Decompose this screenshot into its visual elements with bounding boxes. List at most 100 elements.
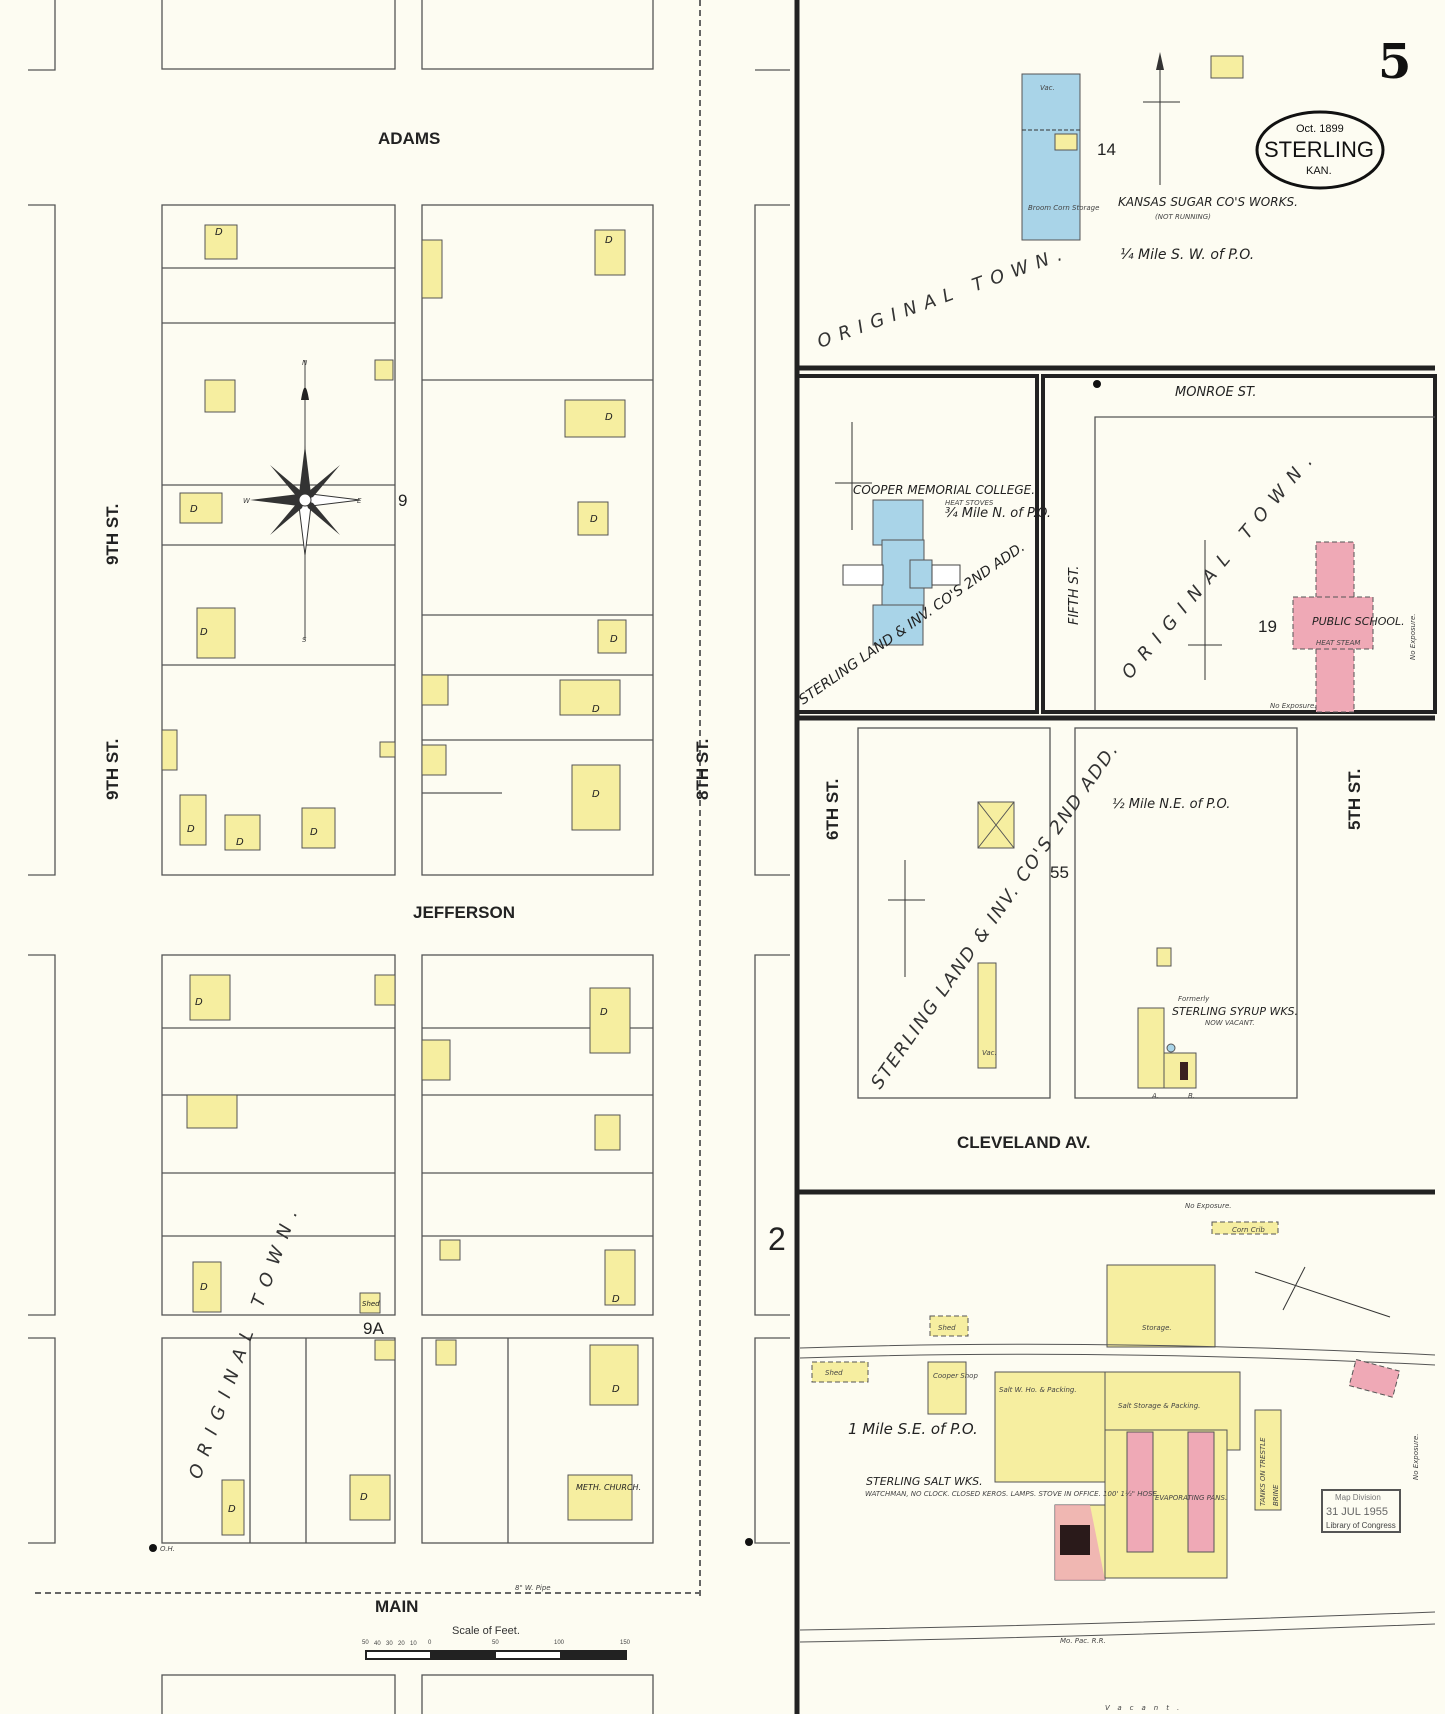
street-fifth: FIFTH ST. bbox=[1067, 566, 1082, 625]
svg-text:WATCHMAN, NO CLOCK. CLOSED KER: WATCHMAN, NO CLOCK. CLOSED KEROS. LAMPS.… bbox=[865, 1490, 1159, 1498]
block-9-east bbox=[421, 204, 654, 876]
svg-text:Corn Crib: Corn Crib bbox=[1232, 1226, 1265, 1234]
svg-text:150: 150 bbox=[620, 1640, 631, 1646]
svg-text:D: D bbox=[187, 824, 195, 835]
street-monroe: MONROE ST. bbox=[1175, 385, 1257, 400]
svg-text:D: D bbox=[592, 789, 600, 800]
svg-text:Mo. Pac. R.R.: Mo. Pac. R.R. bbox=[1060, 1637, 1106, 1645]
svg-text:20: 20 bbox=[398, 1641, 405, 1647]
svg-text:D: D bbox=[600, 1007, 608, 1018]
compass-rose-icon: N S E W bbox=[243, 359, 362, 644]
meth-church-building bbox=[567, 1474, 633, 1521]
svg-text:N: N bbox=[302, 359, 308, 367]
svg-text:50: 50 bbox=[362, 1640, 369, 1646]
svg-text:D: D bbox=[310, 827, 318, 838]
street-cleveland: CLEVELAND AV. bbox=[957, 1133, 1091, 1152]
svg-text:Shed: Shed bbox=[362, 1300, 380, 1308]
block-number-2: 2 bbox=[768, 1221, 786, 1257]
public-school: PUBLIC SCHOOL. HEAT STEAM 19 ORIGINAL TO… bbox=[1118, 444, 1417, 713]
svg-text:D: D bbox=[195, 997, 203, 1008]
svg-text:D: D bbox=[236, 837, 244, 848]
svg-text:Formerly: Formerly bbox=[1178, 995, 1210, 1003]
svg-text:30: 30 bbox=[386, 1641, 393, 1647]
svg-text:Storage.: Storage. bbox=[1142, 1324, 1172, 1332]
svg-text:BRINE: BRINE bbox=[1272, 1484, 1280, 1506]
block-number-9a: 9A bbox=[363, 1319, 384, 1338]
svg-text:NOW VACANT.: NOW VACANT. bbox=[1205, 1019, 1255, 1027]
svg-text:D: D bbox=[215, 227, 223, 238]
svg-text:A.: A. bbox=[1151, 1092, 1159, 1100]
syrup-works-panel: 6TH ST. 5TH ST. CLEVELAND AV. 55 Vac. A.… bbox=[823, 739, 1364, 1152]
svg-text:PUBLIC SCHOOL.: PUBLIC SCHOOL. bbox=[1312, 615, 1405, 628]
dwellings bbox=[161, 224, 639, 1536]
right-panel-frames bbox=[794, 0, 1437, 1714]
block-2-west bbox=[161, 954, 396, 1316]
svg-text:Library of Congress: Library of Congress bbox=[1326, 1521, 1396, 1530]
svg-text:S: S bbox=[302, 636, 307, 644]
street-8th: 8TH ST. bbox=[693, 739, 712, 800]
addition-original-town-left: ORIGINAL TOWN. bbox=[185, 1197, 306, 1481]
svg-text:1 Mile S.E. of P.O.: 1 Mile S.E. of P.O. bbox=[848, 1420, 978, 1438]
svg-text:Shed: Shed bbox=[825, 1369, 843, 1377]
block-9-west bbox=[161, 204, 396, 876]
library-of-congress-stamp: Map Division 31 JUL 1955 Library of Cong… bbox=[1321, 1489, 1401, 1533]
svg-text:0: 0 bbox=[428, 1640, 432, 1646]
svg-text:D: D bbox=[228, 1504, 236, 1515]
block-number-14: 14 bbox=[1097, 140, 1116, 159]
block-number-55: 55 bbox=[1050, 863, 1069, 882]
street-adams: ADAMS bbox=[378, 129, 440, 148]
svg-text:KAN.: KAN. bbox=[1306, 165, 1332, 177]
dwelling-labels: D D D D D D D D D D D D D D D D D D D Sh… bbox=[187, 227, 641, 1515]
svg-text:No Exposure.: No Exposure. bbox=[1185, 1202, 1232, 1210]
svg-text:D: D bbox=[605, 235, 613, 246]
block-number-19: 19 bbox=[1258, 617, 1277, 636]
svg-text:Vacant.: Vacant. bbox=[1105, 1704, 1187, 1712]
sugar-works: Vac. Broom Corn Storage 14 KANSAS SUGAR … bbox=[815, 52, 1298, 353]
svg-text:HEAT STEAM: HEAT STEAM bbox=[1316, 639, 1360, 647]
svg-text:Vac.: Vac. bbox=[1040, 84, 1055, 92]
svg-text:½ Mile N.E. of P.O.: ½ Mile N.E. of P.O. bbox=[1112, 797, 1230, 812]
cooper-memorial-college: COOPER MEMORIAL COLLEGE. HEAT STOVES ¾ M… bbox=[796, 422, 1051, 708]
street-9th: 9TH ST. bbox=[103, 739, 122, 800]
svg-text:Salt Storage & Packing.: Salt Storage & Packing. bbox=[1118, 1402, 1200, 1410]
block-9a-west bbox=[161, 1337, 396, 1544]
svg-text:40: 40 bbox=[374, 1641, 381, 1647]
svg-text:100: 100 bbox=[554, 1640, 565, 1646]
street-main: MAIN bbox=[375, 1597, 418, 1616]
pipe-label: 8" W. Pipe bbox=[515, 1584, 551, 1592]
svg-text:D: D bbox=[360, 1492, 368, 1503]
svg-text:D: D bbox=[200, 627, 208, 638]
svg-text:EVAPORATING PANS.: EVAPORATING PANS. bbox=[1155, 1494, 1227, 1502]
svg-text:31 JUL 1955: 31 JUL 1955 bbox=[1326, 1506, 1388, 1518]
svg-text:6TH ST.: 6TH ST. bbox=[823, 779, 842, 840]
svg-text:D: D bbox=[200, 1282, 208, 1293]
svg-text:D: D bbox=[612, 1294, 620, 1305]
addition-original-town-top: ORIGINAL TOWN. bbox=[815, 242, 1073, 353]
svg-text:D: D bbox=[610, 634, 618, 645]
svg-text:B.: B. bbox=[1188, 1092, 1195, 1100]
svg-text:COOPER MEMORIAL COLLEGE.: COOPER MEMORIAL COLLEGE. bbox=[853, 483, 1035, 497]
svg-text:50: 50 bbox=[492, 1640, 499, 1646]
svg-text:STERLING SYRUP WKS.: STERLING SYRUP WKS. bbox=[1172, 1005, 1298, 1018]
addition-original-town-monroe: ORIGINAL TOWN. bbox=[1118, 444, 1324, 683]
svg-text:No Exposure.: No Exposure. bbox=[1412, 1433, 1420, 1480]
svg-text:D: D bbox=[190, 504, 198, 515]
svg-text:¼ Mile S. W. of P.O.: ¼ Mile S. W. of P.O. bbox=[1120, 247, 1254, 263]
svg-text:10: 10 bbox=[410, 1641, 417, 1647]
svg-text:No Exposure.: No Exposure. bbox=[1270, 702, 1317, 710]
svg-text:No Exposure.: No Exposure. bbox=[1409, 613, 1417, 660]
block-9a-east bbox=[421, 1337, 654, 1544]
svg-text:D: D bbox=[605, 412, 613, 423]
svg-text:STERLING SALT WKS.: STERLING SALT WKS. bbox=[866, 1475, 983, 1488]
street-jefferson: JEFFERSON bbox=[413, 903, 515, 922]
block-number-9: 9 bbox=[398, 491, 407, 510]
svg-text:(NOT RUNNING): (NOT RUNNING) bbox=[1155, 213, 1211, 221]
svg-text:Shed: Shed bbox=[938, 1324, 956, 1332]
svg-text:STERLING: STERLING bbox=[1264, 137, 1374, 162]
sheet-number: 5 bbox=[1378, 34, 1411, 90]
title-cartouche: Oct. 1899 STERLING KAN. bbox=[1255, 110, 1385, 190]
svg-text:W: W bbox=[243, 497, 251, 505]
block-2-east bbox=[421, 954, 654, 1316]
